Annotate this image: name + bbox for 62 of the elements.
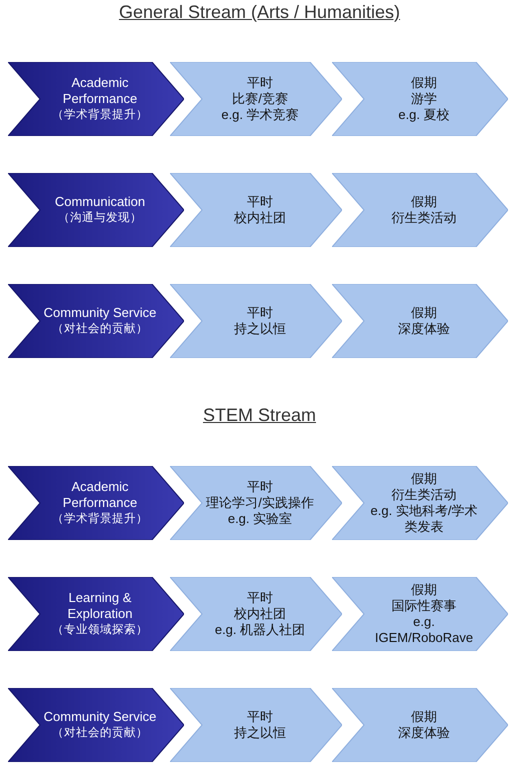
chevron-step	[8, 284, 184, 358]
chevron-step	[170, 284, 342, 358]
chevron-step	[8, 466, 184, 540]
step-title: Academic Performance	[62, 75, 138, 107]
chevron-step	[8, 577, 184, 651]
step-text: 衍生类活动	[392, 487, 456, 503]
step-heading: 假期	[411, 471, 437, 487]
step-text: 理论学习/实践操作	[206, 495, 314, 511]
step-title: Academic Performance	[62, 479, 138, 511]
step-text: 深度体验	[398, 725, 450, 741]
chevron-step	[332, 688, 508, 762]
step-heading: 平时	[247, 75, 273, 91]
step-title: Community Service	[44, 305, 156, 321]
step-heading: 假期	[411, 194, 437, 210]
step-heading: 平时	[247, 305, 273, 321]
step-title: Communication	[54, 194, 146, 210]
chevron-step	[332, 173, 508, 247]
chevron-step	[170, 688, 342, 762]
chevron-step	[170, 577, 342, 651]
section-heading: General Stream (Arts / Humanities)	[118, 2, 402, 23]
chevron-step	[332, 284, 508, 358]
step-text: 持之以恒	[234, 725, 286, 741]
step-text: 衍生类活动	[392, 210, 456, 226]
step-text: 校内社团	[234, 606, 286, 622]
step-text: 国际性赛事	[392, 598, 456, 614]
chevron-step	[332, 62, 508, 136]
chevron-step	[8, 62, 184, 136]
step-text: e.g. 夏校	[398, 107, 450, 123]
step-text: 游学	[411, 91, 437, 107]
chevron-step	[170, 466, 342, 540]
step-text: 深度体验	[398, 321, 450, 337]
step-heading: 平时	[247, 709, 273, 725]
step-title: Learning & Exploration	[66, 590, 134, 622]
step-text: e.g. 实地科考/学术类发表	[370, 503, 478, 535]
step-text: 持之以恒	[234, 321, 286, 337]
step-title: Community Service	[44, 709, 156, 725]
chevron-step	[8, 688, 184, 762]
chevron-step	[332, 466, 508, 540]
step-subtitle: （学术背景提升）	[52, 512, 148, 527]
step-heading: 假期	[411, 582, 437, 598]
step-text: e.g. 机器人社团	[214, 622, 306, 638]
step-heading: 平时	[247, 479, 273, 495]
step-text: 比赛/竞赛	[232, 91, 288, 107]
step-subtitle: （专业领域探索）	[52, 622, 148, 638]
chevron-step	[8, 173, 184, 247]
chevron-step	[332, 577, 508, 651]
step-text: 校内社团	[234, 210, 286, 226]
step-text: e.g. 学术竞赛	[221, 107, 299, 123]
step-heading: 假期	[411, 305, 437, 321]
step-subtitle: （学术背景提升）	[52, 108, 148, 123]
step-text: e.g. 实验室	[228, 511, 292, 527]
step-text: e.g. IGEM/RoboRave	[374, 614, 474, 646]
step-subtitle: （对社会的贡献）	[52, 322, 148, 337]
step-subtitle: （沟通与发现）	[58, 210, 142, 226]
section-heading: STEM Stream	[202, 405, 318, 426]
step-heading: 假期	[411, 75, 437, 91]
step-heading: 平时	[247, 194, 273, 210]
step-subtitle: （对社会的贡献）	[52, 726, 148, 741]
chevron-step	[170, 62, 342, 136]
step-heading: 假期	[411, 709, 437, 725]
step-heading: 平时	[247, 590, 273, 606]
chevron-step	[170, 173, 342, 247]
